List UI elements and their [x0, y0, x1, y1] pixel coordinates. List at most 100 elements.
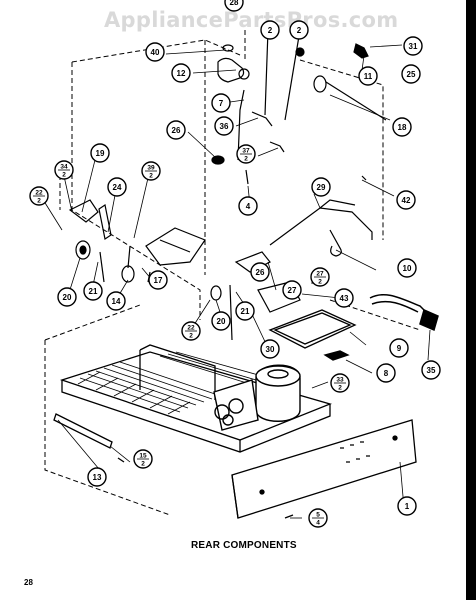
callout-15-over-2: 152 — [133, 449, 153, 469]
callout-11: 11 — [358, 66, 378, 86]
callout-number: 34 — [60, 164, 68, 171]
callout-21: 21 — [83, 281, 103, 301]
callout-4: 4 — [238, 196, 258, 216]
callout-number: 20 — [63, 293, 72, 302]
callout-circle — [224, 0, 244, 12]
callout-circle — [403, 36, 423, 56]
condenser-coil — [77, 351, 263, 415]
callout-5-over-4: 54 — [308, 508, 328, 528]
callout-circle — [57, 287, 77, 307]
callout-circle — [107, 177, 127, 197]
callout-quantity: 2 — [62, 172, 66, 179]
callout-20: 20 — [211, 311, 231, 331]
callout-number: 7 — [219, 99, 224, 108]
callout-number: 1 — [405, 502, 410, 511]
callout-12: 12 — [171, 63, 191, 83]
callout-circle — [211, 93, 231, 113]
callout-2: 2 — [260, 20, 280, 40]
callout-quantity: 2 — [338, 385, 342, 392]
callout-8: 8 — [376, 363, 396, 383]
callout-circle — [145, 42, 165, 62]
callout-number: 42 — [402, 196, 411, 205]
scan-edge — [466, 0, 476, 600]
callout-number: 9 — [397, 344, 402, 353]
callout-26: 26 — [250, 262, 270, 282]
callout-33-over-2: 332 — [330, 373, 350, 393]
callout-number: 2 — [268, 26, 273, 35]
callout-36: 36 — [214, 116, 234, 136]
callout-circle — [238, 196, 258, 216]
callout-number: 40 — [151, 48, 160, 57]
callout-circle — [334, 288, 354, 308]
callout-21: 21 — [235, 301, 255, 321]
callout-number: 25 — [407, 70, 416, 79]
callout-43: 43 — [334, 288, 354, 308]
callout-circle — [250, 262, 270, 282]
callout-18: 18 — [392, 117, 412, 137]
callout-number: 27 — [316, 271, 324, 278]
callout-13: 13 — [87, 467, 107, 487]
callout-number: 15 — [139, 453, 147, 460]
callout-29: 29 — [311, 177, 331, 197]
callout-30: 30 — [260, 339, 280, 359]
callout-number: 4 — [246, 202, 251, 211]
callout-number: 20 — [217, 317, 226, 326]
callout-1: 1 — [397, 496, 417, 516]
callout-number: 30 — [266, 345, 275, 354]
callout-number: 29 — [317, 183, 326, 192]
callout-number: 21 — [89, 287, 98, 296]
callout-number: 35 — [427, 366, 436, 375]
top-fittings — [211, 26, 387, 185]
callout-26: 26 — [166, 120, 186, 140]
callout-31: 31 — [403, 36, 423, 56]
drain-pan — [268, 309, 357, 361]
callout-circle — [389, 338, 409, 358]
page-number: 28 — [24, 578, 33, 587]
callout-number: 33 — [336, 377, 344, 384]
callout-42: 42 — [396, 190, 416, 210]
callout-circle — [90, 143, 110, 163]
callout-circle — [397, 258, 417, 278]
callout-17: 17 — [148, 270, 168, 290]
callout-9: 9 — [389, 338, 409, 358]
callout-quantity: 2 — [244, 156, 248, 163]
power-cord — [369, 294, 439, 332]
callout-circle — [83, 281, 103, 301]
callout-circle — [421, 360, 441, 380]
callout-circle — [289, 20, 309, 40]
callout-quantity: 2 — [149, 173, 153, 180]
callout-number: 26 — [172, 126, 181, 135]
callout-number: 22 — [35, 190, 43, 197]
callout-number: 2 — [297, 26, 302, 35]
duct-and-tubing — [269, 175, 373, 257]
rail-bracket — [53, 413, 125, 463]
callout-quantity: 2 — [141, 461, 145, 468]
left-fan-bracket — [68, 199, 206, 283]
callout-number: 27 — [288, 286, 297, 295]
callout-circle — [260, 20, 280, 40]
callout-number: 26 — [256, 268, 265, 277]
callout-27-over-2: 272 — [310, 267, 330, 287]
callout-circle — [87, 467, 107, 487]
compressor — [213, 364, 301, 431]
callout-circle — [235, 301, 255, 321]
callout-number: 13 — [93, 473, 102, 482]
callout-22-over-2: 222 — [181, 321, 201, 341]
callout-number: 36 — [220, 122, 229, 131]
callout-39-over-2: 392 — [141, 161, 161, 181]
callout-24: 24 — [107, 177, 127, 197]
callout-35: 35 — [421, 360, 441, 380]
callout-circle — [282, 280, 302, 300]
cabinet-outline — [44, 30, 421, 516]
callout-number: 12 — [177, 69, 186, 78]
callout-40: 40 — [145, 42, 165, 62]
callout-circle — [376, 363, 396, 383]
watermark: AppliancePartsPros.com — [104, 8, 399, 32]
callout-25: 25 — [401, 64, 421, 84]
callout-circle — [311, 177, 331, 197]
callout-circle — [171, 63, 191, 83]
rear-access-panel — [231, 419, 417, 519]
callout-number: 10 — [403, 264, 412, 273]
